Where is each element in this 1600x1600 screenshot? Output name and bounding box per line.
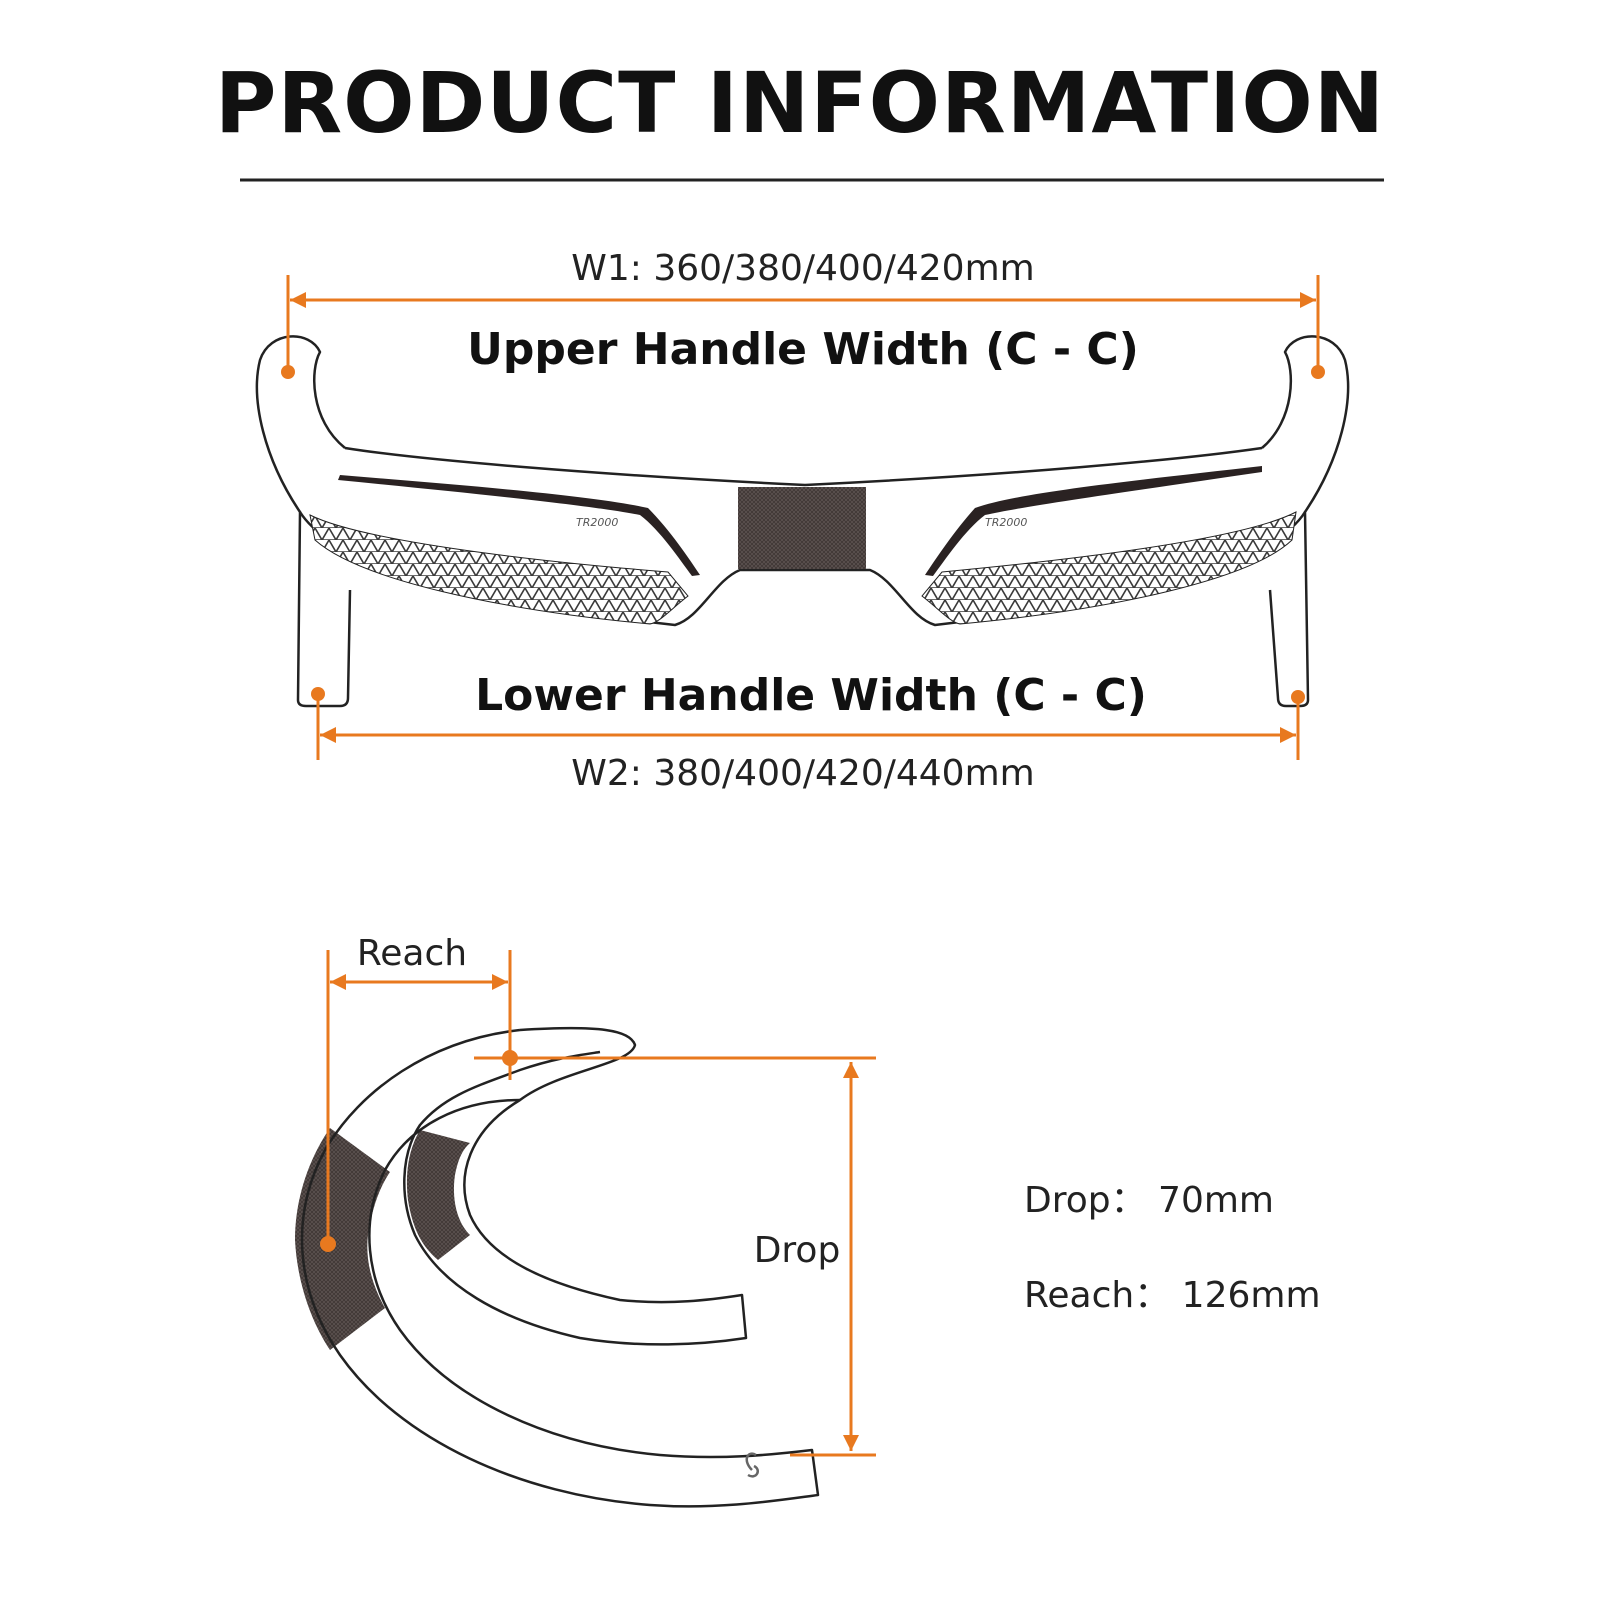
w2-left-point <box>311 687 325 701</box>
left-accent-stripe <box>338 475 700 576</box>
drop-spec: Drop： 70mm <box>1024 1180 1274 1221</box>
left-triangle-texture <box>309 514 689 625</box>
reach-label: Reach <box>357 933 467 974</box>
inner-tape-texture <box>406 1130 470 1260</box>
left-model-mark: TR2000 <box>576 516 618 529</box>
upper-handle-width-label: Upper Handle Width (C - C) <box>467 324 1139 375</box>
lower-handle-width-label: Lower Handle Width (C - C) <box>475 670 1147 721</box>
handlebar-side-view <box>295 1026 820 1508</box>
w2-dimension <box>311 687 1305 760</box>
w1-label: W1: 360/380/400/420mm <box>571 248 1034 289</box>
drop-label: Drop <box>754 1230 841 1271</box>
w1-right-point <box>1311 365 1325 379</box>
right-triangle-texture <box>921 511 1297 625</box>
stem-clamp-texture <box>738 487 866 569</box>
right-model-mark: TR2000 <box>985 516 1027 529</box>
reach-spec: Reach： 126mm <box>1024 1275 1321 1316</box>
w2-right-point <box>1291 690 1305 704</box>
drop-dimension <box>474 1056 876 1457</box>
w1-left-point <box>281 365 295 379</box>
w2-label: W2: 380/400/420/440mm <box>571 753 1034 794</box>
page-title: PRODUCT INFORMATION <box>215 54 1385 152</box>
bar-end-logo-icon <box>745 1452 759 1478</box>
w1-dimension <box>281 275 1325 379</box>
reach-front-point <box>320 1236 336 1252</box>
outer-tape-texture <box>295 1128 390 1350</box>
right-accent-stripe <box>925 466 1262 576</box>
